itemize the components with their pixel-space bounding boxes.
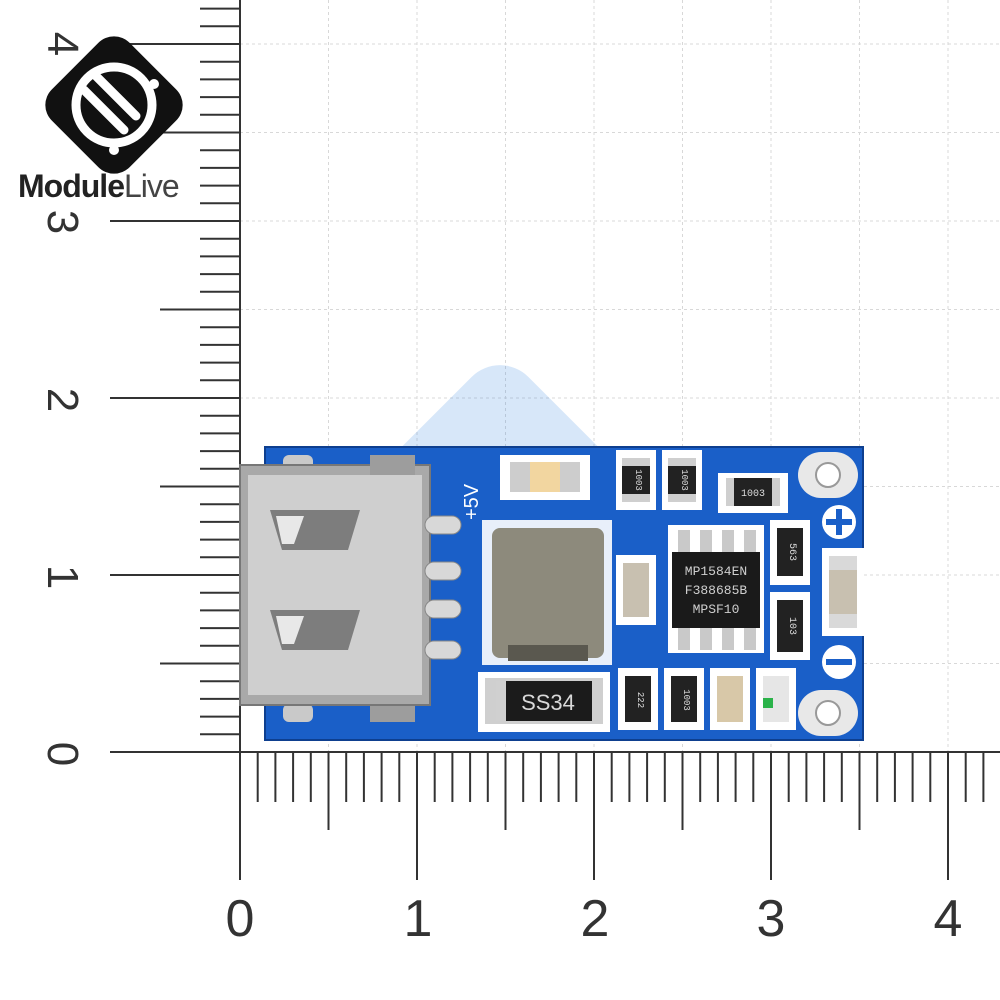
minus-symbol-icon	[822, 645, 856, 679]
usb-pins	[424, 515, 462, 660]
y-axis-label-3: 3	[38, 209, 88, 235]
brand-logo	[45, 36, 183, 174]
brand-name-bold: Module	[18, 168, 125, 204]
ic-label-line3: MPSF10	[693, 602, 740, 617]
svg-text:1003: 1003	[633, 469, 643, 491]
svg-text:1003: 1003	[679, 469, 689, 491]
y-axis-label-0: 0	[38, 741, 88, 767]
x-axis-label-2: 2	[580, 890, 610, 948]
capacitor-top	[500, 455, 590, 500]
diode-label: SS34	[521, 690, 575, 715]
resistor-r1: 1003	[616, 450, 656, 510]
ic-chip: MP1584EN F388685B MPSF10	[668, 525, 764, 653]
silkscreen-plus5v: +5V	[461, 483, 483, 520]
inductor	[482, 520, 612, 665]
capacitor-right	[822, 548, 864, 636]
svg-text:1003: 1003	[681, 689, 691, 711]
pcb-board: +5V 1003 1003	[239, 446, 864, 741]
capacitor-bottom	[710, 668, 750, 730]
svg-text:222: 222	[635, 692, 645, 708]
resistor-r2: 1003	[662, 450, 702, 510]
horizontal-ruler	[239, 751, 1000, 880]
ic-label-line1: MP1584EN	[685, 564, 747, 579]
brand-name-light: Live	[123, 168, 180, 204]
x-axis-label-1: 1	[403, 890, 433, 948]
resistor-r3: 1003	[718, 473, 788, 513]
capacitor-mid	[616, 555, 656, 625]
svg-text:563: 563	[786, 543, 797, 561]
resistor-r5: 103	[770, 592, 810, 660]
resistor-r6: 222	[618, 668, 658, 730]
svg-text:103: 103	[786, 617, 797, 635]
resistor-r7: 1003	[664, 668, 704, 730]
brand-name: ModuleLive	[18, 168, 180, 205]
x-axis-label-0: 0	[225, 890, 255, 948]
usb-port	[239, 455, 431, 722]
x-axis-label-4: 4	[933, 890, 963, 948]
diode-ss34: SS34	[478, 672, 610, 732]
resistor-r4: 563	[770, 520, 810, 585]
plus-symbol-icon	[822, 505, 856, 539]
y-axis-label-1: 1	[38, 564, 88, 590]
mounting-hole-top	[798, 452, 858, 498]
svg-text:1003: 1003	[741, 489, 765, 500]
mounting-hole-bottom	[798, 690, 858, 736]
x-axis-label-3: 3	[756, 890, 786, 948]
y-axis-label-2: 2	[38, 387, 88, 413]
ic-label-line2: F388685B	[685, 583, 748, 598]
led	[756, 668, 796, 730]
